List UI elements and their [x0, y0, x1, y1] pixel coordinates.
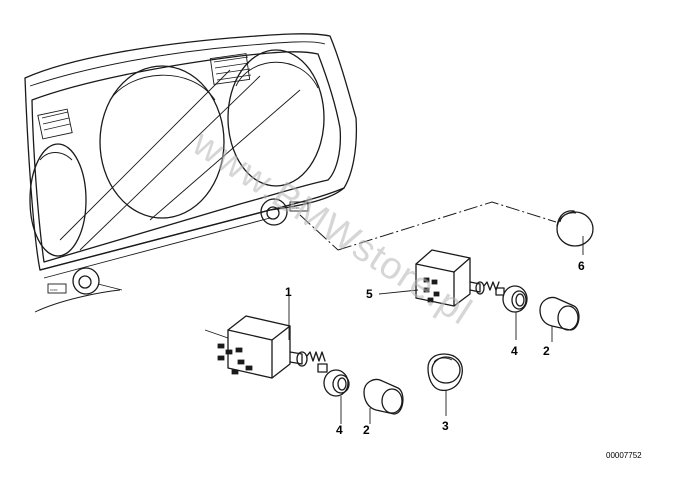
- svg-text:▭▭: ▭▭: [50, 287, 58, 292]
- label-4b: 4: [336, 423, 343, 437]
- cluster-switch-hole-right: ▭▭: [260, 198, 309, 226]
- part-2-knob-lower: [363, 378, 404, 424]
- part-4-ring-upper: [502, 285, 528, 340]
- svg-text:▭▭: ▭▭: [292, 205, 300, 210]
- label-2a: 2: [543, 344, 550, 358]
- watermark: www.BMWstore.pl: [184, 122, 479, 334]
- assembly-leader-line: [337, 201, 557, 251]
- label-5: 5: [366, 287, 373, 301]
- label-2b: 2: [363, 423, 370, 437]
- part-5-switch-assembly: [378, 249, 505, 307]
- warning-lights-left: [37, 108, 73, 140]
- instrument-cluster: ▭▭ ▭▭: [24, 33, 358, 313]
- document-number: 00007752: [606, 451, 642, 460]
- cluster-switch-hole-left: ▭▭: [47, 267, 123, 295]
- label-3: 3: [442, 419, 449, 433]
- warning-lights-top: [209, 53, 252, 85]
- assembly-leader-line-2: [299, 214, 339, 251]
- part-4-ring-lower: [323, 369, 350, 424]
- label-4a: 4: [511, 344, 518, 358]
- part-1-switch-assembly: [204, 296, 328, 379]
- label-6: 6: [578, 259, 585, 273]
- label-1: 1: [285, 285, 292, 299]
- part-6-cover-cap: [556, 210, 594, 255]
- part-2-knob-upper: [539, 296, 580, 342]
- part-3-knob: [427, 353, 463, 416]
